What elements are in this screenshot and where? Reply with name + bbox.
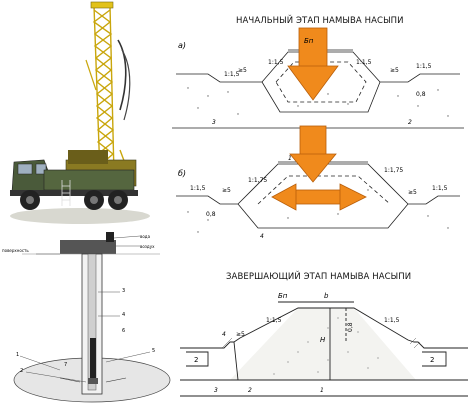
initial-stage-title: НАЧАЛЬНЫЙ ЭТАП НАМЫВА НАСЫПИ [236,16,404,26]
well-num-1: 1 [16,352,19,358]
b-depth: 0,8 [206,211,216,218]
well-label-left: поверхность [2,248,29,253]
well-label-right-top: вода [140,234,151,239]
well-num-7: 7 [64,362,67,368]
final-num-2-bottom: 2 [248,387,252,394]
well-num-5: 5 [152,348,155,354]
well-num-2: 2 [20,368,23,374]
a-num-bottom: 3 [212,119,216,126]
final-num-4: 4 [222,331,226,338]
final-num-3: 3 [214,387,218,394]
a-slope-outer-right: 1:1,5 [416,63,432,70]
final-num-2-right: 2 [430,356,434,364]
b-label: б) [178,169,186,178]
a-dim-top: Бп [304,37,314,45]
rig-mast [92,5,115,176]
arrow-left-right-icon [271,183,367,211]
final-num-2-left: 2 [194,356,198,364]
well-num-4: 4 [122,312,125,318]
a-depth: 0,8 [416,91,426,98]
well-num-6: 6 [122,328,125,334]
b-slope-outer-right: 1:1,5 [432,185,448,192]
diagram-final: Бп b H 0,8 1:1,5 1:1,5 ≥5 4 2 2 3 2 1 [180,292,468,397]
final-slope-left: 1:1,5 [266,317,282,324]
b-slope-left: 1:1,75 [248,177,267,184]
diagram-a: а) Бп 1:1,5 1:1,5 1:1,5 1:1,5 ≥5 ≥5 0,8 … [172,27,464,129]
a-dim-left: ≥5 [238,67,247,74]
a-slope-right: 1:1,5 [356,59,372,66]
final-dim-left: ≥5 [236,331,245,338]
drilling-rig-truck [10,150,138,210]
final-slope-right: 1:1,5 [384,317,400,324]
b-dim-right: ≥5 [408,189,417,196]
a-slope-outer-left: 1:1,5 [224,71,240,78]
well-diagram: поверхность вода воздух 1 2 3 4 5 6 7 [2,232,171,403]
a-slope-left: 1:1,5 [268,59,284,66]
final-dim-top-left: Бп [278,292,288,300]
final-height: H [320,336,326,344]
b-slope-outer-left: 1:1,5 [190,185,206,192]
arrow-down-icon [289,125,337,183]
a-label: а) [178,41,186,50]
final-height2: 0,8 [347,322,354,332]
b-num-top: 1 [288,155,292,162]
final-dim-top: b [324,292,329,300]
well-label-right-mid: воздух [140,244,155,249]
arrow-down-icon [287,27,339,101]
final-num-1: 1 [320,387,324,394]
diagram-b: б) 1:1,75 1:1,75 1:1,5 1:1,5 ≥5 ≥5 0,8 4… [176,125,460,240]
b-slope-right: 1:1,75 [384,167,403,174]
final-stage-title: ЗАВЕРШАЮЩИЙ ЭТАП НАМЫВА НАСЫПИ [226,272,412,282]
well-num-3: 3 [122,288,125,294]
a-dim-right: ≥5 [390,67,399,74]
b-dim-left: ≥5 [222,187,231,194]
b-num-left: 4 [260,233,264,240]
drilling-rig-photo [0,0,160,230]
a-num-right: 2 [408,119,412,126]
